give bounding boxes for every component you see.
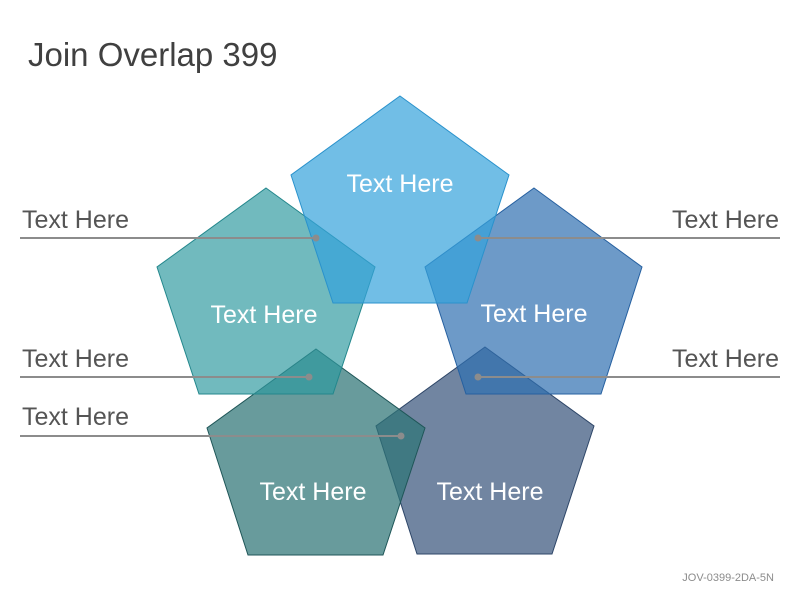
callout-dot-1 — [312, 234, 320, 242]
pentagon-top-label: Text Here — [347, 170, 454, 198]
callout-dot-3 — [397, 432, 405, 440]
pentagon-right-label: Text Here — [481, 300, 588, 328]
pentagon-top — [290, 95, 510, 304]
pentagon-bottom-left — [206, 348, 426, 556]
callout-dot-2 — [305, 373, 313, 381]
callout-label-2: Text Here — [22, 345, 129, 373]
callout-label-3: Text Here — [22, 403, 129, 431]
callout-label-1: Text Here — [22, 206, 129, 234]
callout-label-4: Text Here — [672, 206, 779, 234]
pentagon-bottom-left-label: Text Here — [260, 478, 367, 506]
callout-dot-4 — [474, 234, 482, 242]
callout-label-5: Text Here — [672, 345, 779, 373]
footer-code: JOV-0399-2DA-5N — [682, 572, 774, 584]
callout-dot-5 — [474, 373, 482, 381]
page-title: Join Overlap 399 — [28, 36, 278, 73]
pentagon-left-label: Text Here — [211, 301, 318, 329]
pentagon-bottom-right-label: Text Here — [437, 478, 544, 506]
